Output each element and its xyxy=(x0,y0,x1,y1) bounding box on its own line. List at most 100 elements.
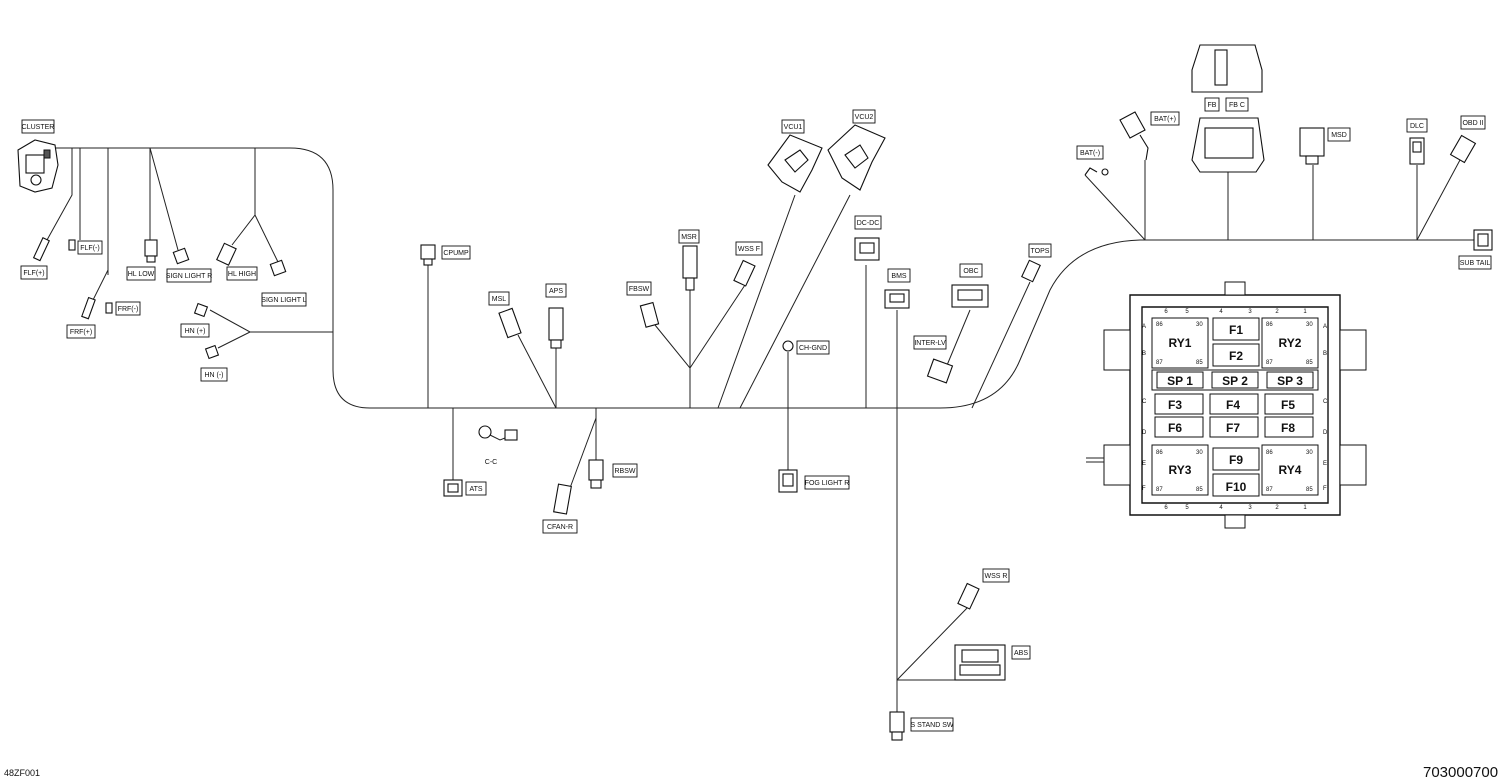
svg-text:HN (+): HN (+) xyxy=(185,328,206,335)
svg-text:HN (-): HN (-) xyxy=(204,372,223,379)
svg-text:DLC: DLC xyxy=(1410,123,1424,130)
label-rbsw: RBSW xyxy=(612,463,638,478)
label-bms: BMS xyxy=(887,268,911,283)
label-inter-lv: INTER-LV xyxy=(913,335,947,350)
svg-text:FRF(+): FRF(+) xyxy=(70,329,92,336)
label-hn-pos: HN (+) xyxy=(180,323,210,338)
svg-text:SP 3: SP 3 xyxy=(1277,374,1303,388)
svg-text:F1: F1 xyxy=(1229,323,1243,337)
svg-text:3: 3 xyxy=(1248,505,1252,511)
label-aps: APS xyxy=(545,283,567,298)
relay-ry4: 86 30 87 85 RY4 xyxy=(1261,444,1319,496)
fuse-f3: F3 xyxy=(1154,393,1204,415)
drawing-code-right: 703000700 xyxy=(1423,764,1499,781)
rbsw-connector xyxy=(588,459,604,489)
svg-text:FBSW: FBSW xyxy=(629,286,650,293)
svg-text:RY2: RY2 xyxy=(1279,336,1302,350)
svg-text:CH-GND: CH-GND xyxy=(799,345,827,352)
relay-ry2: 86 30 87 85 RY2 xyxy=(1261,317,1319,369)
svg-text:D: D xyxy=(1323,430,1328,436)
label-obd-ii: OBD II xyxy=(1460,115,1486,130)
msl-connector xyxy=(498,307,522,339)
svg-text:CPUMP: CPUMP xyxy=(443,250,469,257)
fuse-f10: F10 xyxy=(1212,473,1260,497)
sub-tail-connector xyxy=(1473,229,1493,251)
spare-sp3: SP 3 xyxy=(1266,371,1314,389)
svg-text:1: 1 xyxy=(1303,309,1307,315)
tops-connector xyxy=(1021,259,1041,283)
svg-text:F: F xyxy=(1142,486,1146,492)
fuse-box-tab-right-top xyxy=(1339,329,1367,371)
svg-text:WSS R: WSS R xyxy=(985,573,1008,580)
svg-text:VCU1: VCU1 xyxy=(784,124,803,131)
label-hl-low: HL LOW xyxy=(126,266,156,281)
svg-text:BMS: BMS xyxy=(891,273,907,280)
label-tops: TOPS xyxy=(1028,243,1052,258)
svg-text:4: 4 xyxy=(1219,309,1223,315)
s-stand-sw-connector xyxy=(889,711,905,741)
svg-text:C: C xyxy=(1323,399,1328,405)
sign-light-r-connector xyxy=(172,247,190,265)
label-c-c: C-C xyxy=(485,459,497,466)
fuse-box-tab-right-bottom xyxy=(1339,444,1367,486)
frf-pos-connector xyxy=(81,296,96,320)
svg-text:30: 30 xyxy=(1306,322,1313,328)
connector-labels: CLUSTER FLF(+) FLF(-) HL LOW SIGN LIGHT … xyxy=(20,97,1492,732)
fuse-f2: F2 xyxy=(1212,343,1260,367)
svg-text:HL LOW: HL LOW xyxy=(128,271,155,278)
label-cpump: CPUMP xyxy=(441,245,471,260)
svg-text:B: B xyxy=(1323,351,1327,357)
label-msl: MSL xyxy=(488,291,510,306)
svg-text:85: 85 xyxy=(1306,487,1313,493)
svg-text:2: 2 xyxy=(1275,505,1279,511)
svg-text:HL HIGH: HL HIGH xyxy=(228,271,256,278)
svg-text:86: 86 xyxy=(1156,322,1163,328)
fuse-box: 6 5 4 3 2 1 6 5 4 3 2 1 A B C D E F A B … xyxy=(1086,281,1367,529)
svg-text:CLUSTER: CLUSTER xyxy=(22,124,55,131)
label-sign-light-r: SIGN LIGHT R xyxy=(166,268,212,283)
svg-text:FLF(+): FLF(+) xyxy=(23,270,44,277)
label-cfan-r: CFAN-R xyxy=(542,519,578,534)
ats-connector xyxy=(443,479,463,497)
svg-text:D: D xyxy=(1142,430,1147,436)
svg-text:MSD: MSD xyxy=(1331,132,1347,139)
label-fb-c: FB C xyxy=(1225,97,1249,112)
svg-text:6: 6 xyxy=(1164,309,1168,315)
svg-text:VCU2: VCU2 xyxy=(855,114,874,121)
obc-connector xyxy=(951,284,989,308)
svg-text:86: 86 xyxy=(1266,450,1273,456)
hn-neg-connector xyxy=(204,344,220,360)
label-vcu2: VCU2 xyxy=(852,109,876,124)
svg-text:4: 4 xyxy=(1219,505,1223,511)
fuse-box-tab-left-bottom xyxy=(1103,444,1131,486)
svg-text:SIGN LIGHT L: SIGN LIGHT L xyxy=(261,297,306,304)
svg-text:BAT(+): BAT(+) xyxy=(1154,116,1176,123)
svg-text:B: B xyxy=(1142,351,1146,357)
svg-text:C-C: C-C xyxy=(485,459,497,466)
cpump-connector xyxy=(420,244,436,266)
fuse-f4: F4 xyxy=(1209,393,1259,415)
flf-neg-connector xyxy=(68,239,76,251)
svg-text:RBSW: RBSW xyxy=(615,468,636,475)
label-flf-pos: FLF(+) xyxy=(20,265,48,280)
svg-text:87: 87 xyxy=(1266,487,1273,493)
svg-text:FLF(-): FLF(-) xyxy=(80,245,99,252)
wss-f-connector xyxy=(733,259,756,287)
svg-text:F5: F5 xyxy=(1281,398,1295,412)
fuse-f9: F9 xyxy=(1212,447,1260,471)
svg-text:F2: F2 xyxy=(1229,349,1243,363)
label-abs: ABS xyxy=(1011,645,1031,660)
svg-text:86: 86 xyxy=(1156,450,1163,456)
label-dlc: DLC xyxy=(1406,118,1428,133)
spare-sp2: SP 2 xyxy=(1211,371,1259,389)
hl-low-connector xyxy=(144,239,158,263)
msd-connector xyxy=(1299,127,1325,165)
label-fbsw: FBSW xyxy=(626,281,652,296)
svg-text:SP 1: SP 1 xyxy=(1167,374,1193,388)
svg-text:RY4: RY4 xyxy=(1279,463,1302,477)
svg-text:MSL: MSL xyxy=(492,296,507,303)
abs-connector xyxy=(954,644,1006,681)
hn-pos-connector xyxy=(193,302,209,318)
label-msr: MSR xyxy=(678,229,700,244)
